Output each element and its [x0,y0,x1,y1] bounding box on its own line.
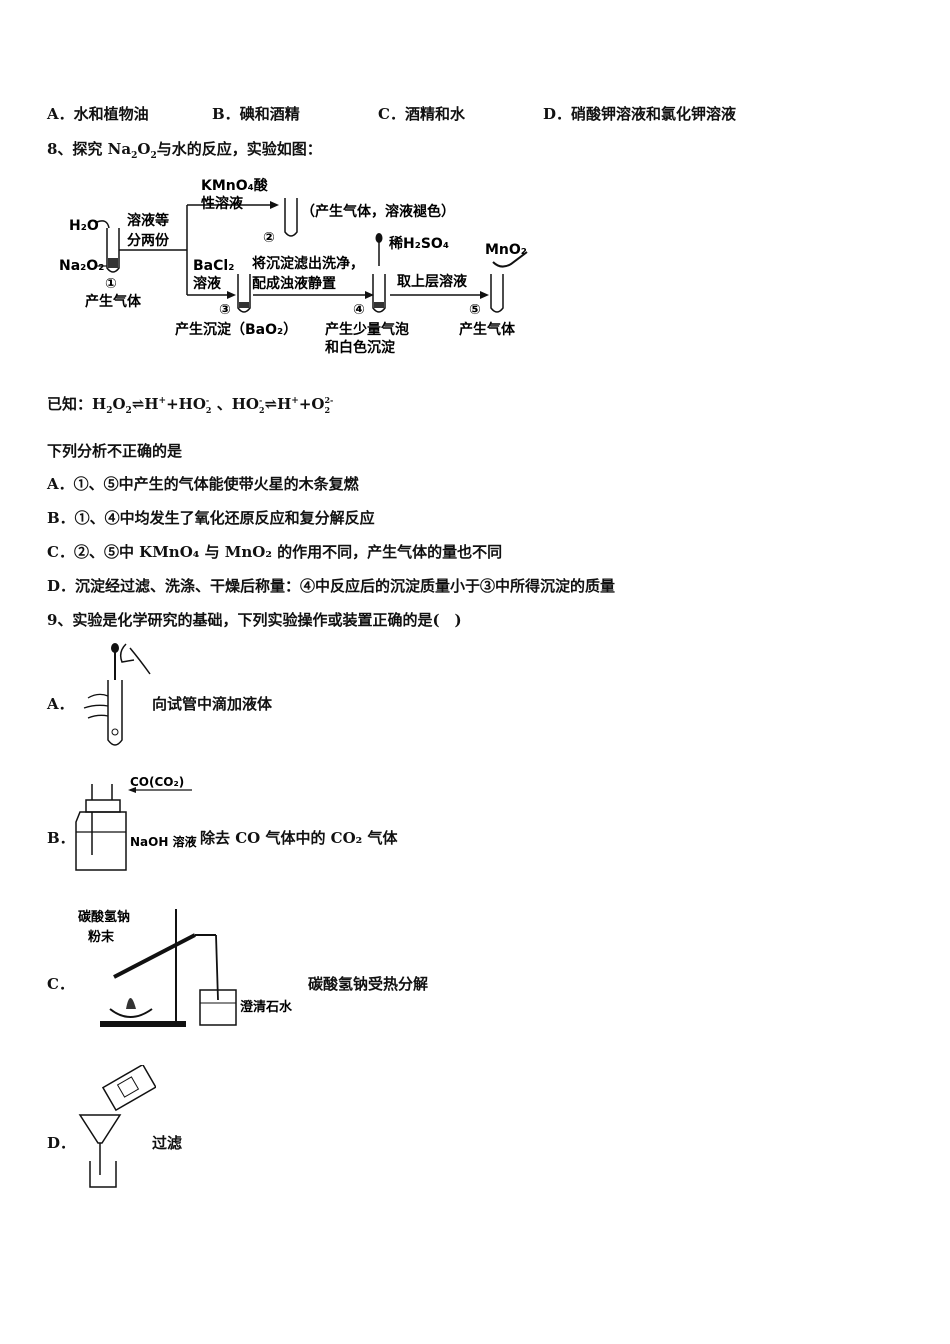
q9-option-d-key: D． [47,1134,76,1152]
cap5: 产生气体 [459,321,516,338]
q7-option-c: C．酒精和水 [378,105,465,123]
kmno4-line1: KMnO₄酸 [201,177,269,194]
bacl2-line2: 溶液 [193,275,222,292]
n4: ④ [353,302,365,318]
kmno4-line2: 性溶液 [201,195,244,212]
test-tube-2 [284,198,298,237]
naoh-label: NaOH 溶液 [130,834,197,849]
filter-line1: 将沉淀滤出洗净， [252,255,364,272]
q9-option-a-text: 向试管中滴加液体 [152,695,273,713]
n5: ⑤ [469,302,481,318]
q9-option-c-key: C． [47,975,74,993]
cap1: 产生气体 [85,293,142,310]
filter-line2: 配成浊液静置 [252,275,336,292]
q8-stem: 8、探究 Na2O2与水的反应，实验如图： [47,140,322,161]
na2o2-label: Na₂O₂ [59,258,104,274]
upper-label: 取上层溶液 [397,273,468,290]
q8-option-b: B．①、④中均发生了氧化还原反应和复分解反应 [47,509,375,527]
filtration-image [78,1065,156,1188]
q9-stem: 9、实验是化学研究的基础，下列实验操作或装置正确的是( ) [47,611,462,629]
limewater-label: 澄清石水 [240,999,293,1015]
q9-option-a-key: A． [47,695,74,713]
t2-note: （产生气体，溶液褪色） [301,203,455,220]
bacl2-line1: BaCl₂ [193,258,234,274]
cap4-line2: 和白色沉淀 [325,339,396,356]
gas-washing-bottle-image: CO(CO₂) NaOH 溶液 [75,775,197,871]
n1: ① [105,276,117,292]
q7-option-d: D．硝酸钾溶液和氯化钾溶液 [543,105,737,123]
split-line2: 分两份 [127,232,170,249]
q8-experiment-diagram: H₂O Na₂O₂ ① 产生气体 溶液等 分两份 KMnO₄酸 性溶液 ② （产… [59,177,528,356]
co-co2-label: CO(CO₂) [130,775,184,789]
test-tube-4 [372,274,386,313]
powder-label: 粉末 [88,929,115,945]
mno2-label: MnO₂ [485,242,527,258]
q7-option-a: A．水和植物油 [47,105,149,123]
q7-option-b: B．碘和酒精 [212,105,300,123]
h2so4-label: 稀H₂SO₄ [389,235,449,252]
n2: ② [263,230,275,246]
q8-question: 下列分析不正确的是 [47,442,183,460]
q9-option-c-text: 碳酸氢钠受热分解 [308,975,429,993]
test-tube-1 [106,228,120,273]
q9-option-b-text: 除去 CO 气体中的 CO₂ 气体 [200,829,398,847]
cap3: 产生沉淀（BaO₂） [175,321,297,338]
split-line1: 溶液等 [127,212,169,229]
heating-apparatus-image: 碳酸氢钠 粉末 澄清石水 [78,909,293,1027]
n3: ③ [219,302,231,318]
q9-option-b-key: B． [47,829,75,847]
q8-option-d: D．沉淀经过滤、洗涤、干燥后称量：④中反应后的沉淀质量小于③中所得沉淀的质量 [47,577,616,595]
nahco3-label: 碳酸氢钠 [78,909,130,925]
test-tube-3 [237,274,251,313]
q8-option-c: C．②、⑤中 KMnO₄ 与 MnO₂ 的作用不同，产生气体的量也不同 [47,543,503,561]
test-tube-5 [490,274,504,313]
q8-option-a: A．①、⑤中产生的气体能使带火星的木条复燃 [47,475,359,493]
cap4-line1: 产生少量气泡 [325,321,409,338]
h2o-label: H₂O [69,218,99,234]
q9-option-d-text: 过滤 [152,1134,183,1152]
dropper-test-tube-image [83,643,151,746]
